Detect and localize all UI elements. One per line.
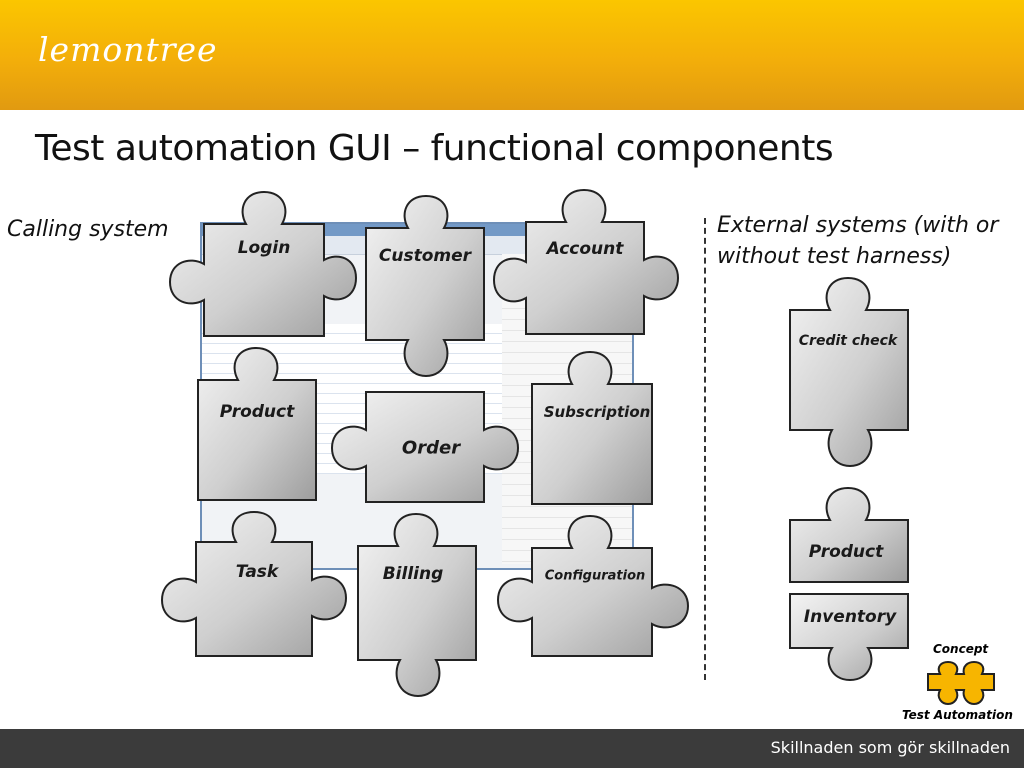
piece-label-subscription: Subscription [543, 403, 651, 421]
external-systems-label: External systems (with or without test h… [717, 213, 999, 269]
piece-label-inventory: Inventory [803, 607, 897, 627]
puzzle-piece-product [197, 346, 317, 501]
piece-label-order: Order [401, 437, 461, 459]
puzzle-piece-subscription [531, 350, 653, 505]
header-banner: lemontree [0, 0, 1024, 110]
puzzle-piece-account [492, 188, 680, 335]
lemontree-logo: lemontree [38, 30, 218, 69]
concept-puzzle-icon [927, 660, 995, 706]
piece-label-billing: Billing [382, 564, 444, 584]
concept-badge-top: Concept [933, 642, 989, 656]
piece-label-credit-check: Credit check [798, 333, 898, 349]
puzzle-piece-configuration [496, 514, 690, 657]
puzzle-piece-product-top [789, 486, 909, 583]
puzzle-piece-inventory-bottom [789, 593, 909, 682]
puzzle-piece-login [168, 190, 358, 337]
footer-bar: Skillnaden som gör skillnaden [0, 729, 1024, 768]
piece-label-product-ext: Product [808, 542, 884, 562]
piece-label-customer: Customer [378, 246, 472, 266]
concept-badge-bottom: Test Automation [902, 708, 1013, 722]
dashed-divider [704, 218, 706, 680]
footer-tagline: Skillnaden som gör skillnaden [770, 738, 1010, 757]
puzzle-piece-order [330, 391, 520, 503]
piece-label-configuration: Configuration [544, 568, 646, 584]
calling-system-label: Calling system [7, 217, 169, 242]
puzzle-piece-credit-check [789, 276, 909, 468]
slide-title: Test automation GUI – functional compone… [35, 128, 834, 169]
puzzle-piece-billing [357, 512, 477, 698]
puzzle-piece-task [160, 510, 348, 657]
piece-label-login: Login [237, 238, 291, 258]
piece-label-product: Product [219, 402, 295, 422]
piece-label-task: Task [235, 562, 279, 582]
puzzle-piece-customer [365, 194, 485, 378]
piece-label-account: Account [546, 239, 624, 259]
